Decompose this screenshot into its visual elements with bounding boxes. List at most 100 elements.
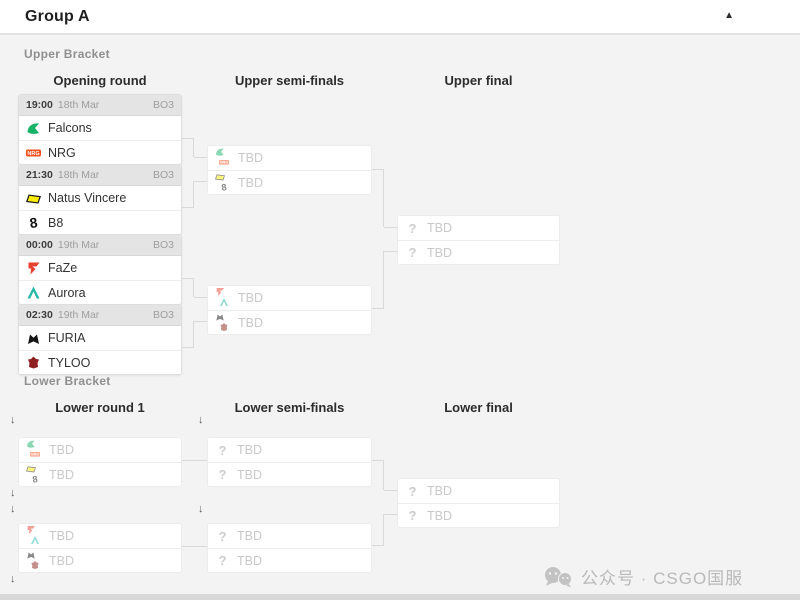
connector bbox=[182, 460, 207, 461]
team-name: Falcons bbox=[48, 121, 92, 135]
feeder-icons bbox=[26, 525, 42, 547]
watermark-text: 公众号 · CSGO国服 bbox=[581, 569, 744, 588]
tbd-slot[interactable]: TBD bbox=[208, 462, 371, 486]
team-row[interactable]: FaZe bbox=[19, 256, 181, 280]
b8-icon bbox=[26, 215, 41, 230]
team-row[interactable]: Natus Vincere bbox=[19, 186, 181, 210]
match-card-upper-final[interactable]: TBD TBD bbox=[397, 215, 560, 265]
column-header-upper-semifinals: Upper semi-finals bbox=[234, 73, 345, 88]
tbd-slot[interactable]: TBD bbox=[208, 548, 371, 572]
match-header: 21:30 18th Mar BO3 bbox=[19, 165, 181, 186]
tbd-slot[interactable]: TBD bbox=[19, 438, 181, 462]
tbd-label: TBD bbox=[49, 529, 74, 543]
connector bbox=[372, 460, 384, 490]
drop-arrow-icon: ↓ bbox=[10, 573, 16, 585]
connector bbox=[194, 181, 207, 182]
tbd-slot[interactable]: TBD bbox=[208, 310, 371, 334]
match-card-lower-final[interactable]: TBD TBD bbox=[397, 478, 560, 528]
match-card-furia-tyloo[interactable]: 02:30 19th Mar BO3 FURIA TYLOO bbox=[18, 304, 182, 375]
tbd-label: TBD bbox=[238, 175, 263, 190]
tbd-slot[interactable]: TBD bbox=[208, 438, 371, 462]
upper-bracket-label: Upper Bracket bbox=[24, 47, 110, 61]
drop-arrow-icon: ↓ bbox=[10, 414, 16, 426]
wechat-icon bbox=[545, 566, 572, 587]
tbd-slot[interactable]: TBD bbox=[208, 170, 371, 194]
falcons-icon bbox=[215, 147, 225, 157]
feeder-icons bbox=[215, 312, 231, 334]
connector bbox=[372, 251, 384, 309]
natus-vincere-icon bbox=[26, 191, 41, 206]
match-time: 19:00 bbox=[26, 99, 53, 111]
feeder-icons bbox=[26, 439, 42, 461]
furia-icon bbox=[215, 312, 225, 322]
connector bbox=[182, 181, 194, 208]
match-date: 18th Mar bbox=[57, 99, 100, 111]
tbd-label: TBD bbox=[49, 443, 74, 457]
team-row[interactable]: FURIA bbox=[19, 326, 181, 350]
match-card-lower-sf2[interactable]: TBD TBD bbox=[207, 523, 372, 573]
feeder-icons bbox=[215, 172, 231, 194]
match-card-lower-r1-m2[interactable]: TBD TBD bbox=[18, 523, 182, 573]
column-header-opening-round: Opening round bbox=[53, 73, 147, 88]
match-card-faze-aurora[interactable]: 00:00 19th Mar BO3 FaZe Aurora bbox=[18, 234, 182, 305]
b8-icon bbox=[219, 182, 229, 192]
tbd-label: TBD bbox=[427, 221, 452, 235]
tbd-label: TBD bbox=[238, 315, 263, 330]
chevron-up-icon: ▲ bbox=[724, 10, 734, 21]
natus-vincere-icon bbox=[215, 172, 225, 182]
tbd-slot[interactable]: TBD bbox=[19, 462, 181, 486]
team-row[interactable]: Aurora bbox=[19, 280, 181, 304]
team-name: TYLOO bbox=[48, 355, 91, 370]
connector bbox=[182, 138, 194, 157]
team-row[interactable]: TYLOO bbox=[19, 350, 181, 374]
connector bbox=[182, 321, 194, 348]
team-row[interactable]: B8 bbox=[19, 210, 181, 234]
match-header: 00:00 19th Mar BO3 bbox=[19, 235, 181, 256]
connector bbox=[384, 251, 397, 252]
column-header-upper-final: Upper final bbox=[444, 73, 513, 88]
tbd-slot[interactable]: TBD bbox=[208, 146, 371, 170]
match-card-upper-sf2[interactable]: TBD TBD bbox=[207, 285, 372, 335]
question-icon bbox=[215, 443, 230, 458]
column-header-lower-semifinals: Lower semi-finals bbox=[234, 400, 345, 415]
match-card-lower-sf1[interactable]: TBD TBD bbox=[207, 437, 372, 487]
tbd-slot[interactable]: TBD bbox=[398, 503, 559, 527]
faze-icon bbox=[26, 261, 41, 276]
tbd-slot[interactable]: TBD bbox=[208, 286, 371, 310]
tbd-slot[interactable]: TBD bbox=[19, 524, 181, 548]
match-time: 02:30 bbox=[26, 309, 53, 321]
tbd-slot[interactable]: TBD bbox=[398, 240, 559, 264]
tbd-slot[interactable]: TBD bbox=[208, 524, 371, 548]
b8-icon bbox=[30, 474, 40, 484]
team-row[interactable]: Falcons bbox=[19, 116, 181, 140]
team-name: Natus Vincere bbox=[48, 191, 127, 205]
connector bbox=[372, 514, 384, 546]
faze-icon bbox=[215, 287, 225, 297]
lower-bracket-label: Lower Bracket bbox=[24, 374, 111, 388]
team-row[interactable]: NRG bbox=[19, 140, 181, 164]
drop-arrow-icon: ↓ bbox=[198, 414, 204, 426]
group-header: Group A ▲ bbox=[0, 0, 800, 35]
match-card-falcons-nrg[interactable]: 19:00 18th Mar BO3 Falcons NRG bbox=[18, 94, 182, 165]
drop-arrow-icon: ↓ bbox=[198, 503, 204, 515]
drop-arrow-icon: ↓ bbox=[10, 487, 16, 499]
connector bbox=[182, 278, 194, 297]
tbd-slot[interactable]: TBD bbox=[398, 216, 559, 240]
watermark: 公众号 · CSGO国服 bbox=[543, 564, 743, 589]
feeder-icons bbox=[215, 147, 231, 169]
match-card-lower-r1-m1[interactable]: TBD TBD bbox=[18, 437, 182, 487]
match-card-upper-sf1[interactable]: TBD TBD bbox=[207, 145, 372, 195]
tbd-slot[interactable]: TBD bbox=[19, 548, 181, 572]
drop-arrow-icon: ↓ bbox=[10, 503, 16, 515]
question-icon bbox=[405, 508, 420, 523]
match-time: 21:30 bbox=[26, 169, 53, 181]
collapse-button[interactable]: ▲ bbox=[720, 6, 738, 25]
tbd-slot[interactable]: TBD bbox=[398, 479, 559, 503]
tyloo-icon bbox=[26, 355, 41, 370]
match-header: 02:30 19th Mar BO3 bbox=[19, 305, 181, 326]
tbd-label: TBD bbox=[238, 291, 263, 305]
bottom-strip bbox=[0, 594, 800, 600]
match-card-navi-b8[interactable]: 21:30 18th Mar BO3 Natus Vincere B8 bbox=[18, 164, 182, 235]
falcons-icon bbox=[26, 439, 36, 449]
column-header-lower-final: Lower final bbox=[444, 400, 513, 415]
